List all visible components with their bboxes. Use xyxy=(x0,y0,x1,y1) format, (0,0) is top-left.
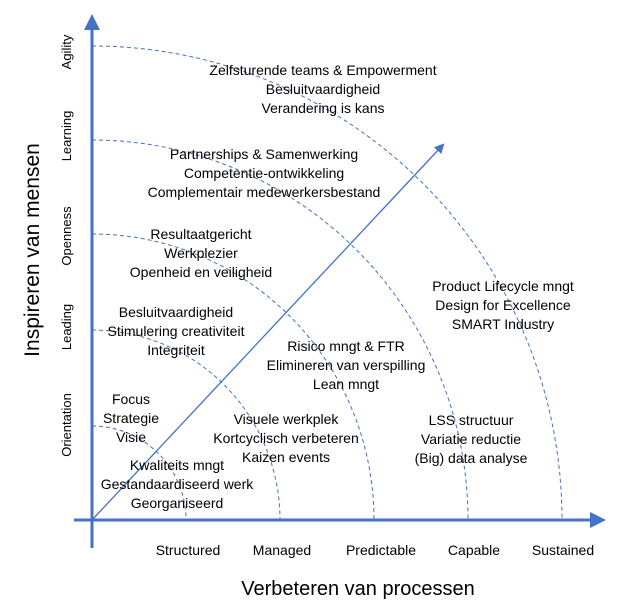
zone-line: Risico mngt & FTR xyxy=(287,338,404,354)
zone-line: Elimineren van verspilling xyxy=(267,357,426,373)
y-level-leading: Leading xyxy=(59,304,74,350)
x-level-capable: Capable xyxy=(448,542,500,558)
zone-line: Besluitvaardigheid xyxy=(266,81,380,97)
zone-line: SMART Industry xyxy=(452,316,554,332)
x-level-managed: Managed xyxy=(253,542,311,558)
zone-line: Georganiseerd xyxy=(131,495,224,511)
x-level-structured: Structured xyxy=(156,542,221,558)
arc-level-1 xyxy=(91,425,187,521)
zone-openness: Resultaatgericht Werkplezier Openheid en… xyxy=(130,226,272,280)
zone-structured: Kwaliteits mngt Gestandaardiseerd werk G… xyxy=(101,457,255,511)
arc-level-4 xyxy=(91,139,469,521)
arc-level-2 xyxy=(91,329,281,521)
zone-learning: Partnerships & Samenwerking Competentie-… xyxy=(148,146,381,200)
zone-orientation: Focus Strategie Visie xyxy=(103,391,159,445)
zone-line: Variatie reductie xyxy=(421,431,521,447)
x-axis-title: Verbeteren van processen xyxy=(241,578,475,600)
arc-level-3 xyxy=(91,233,375,521)
zone-leading: Besluitvaardigheid Stimulering creativit… xyxy=(108,304,245,358)
zone-line: Design for Excellence xyxy=(435,297,571,313)
zone-line: Werkplezier xyxy=(164,245,238,261)
x-axis-arrowhead xyxy=(590,512,606,528)
diagonal-growth-arrow xyxy=(91,143,445,521)
zone-sustained: Product Lifecycle mngt Design for Excell… xyxy=(432,278,574,332)
zone-line: Visie xyxy=(116,429,146,445)
zone-line: Visuele werkplek xyxy=(234,411,340,427)
zone-line: Product Lifecycle mngt xyxy=(432,278,574,294)
y-level-agility: Agility xyxy=(59,34,74,69)
zone-line: Verandering is kans xyxy=(262,100,385,116)
zone-line: Kwaliteits mngt xyxy=(130,457,224,473)
x-level-predictable: Predictable xyxy=(346,542,416,558)
y-level-orientation: Orientation xyxy=(59,393,74,457)
zone-line: Complementair medewerkersbestand xyxy=(148,184,381,200)
maturity-arcs xyxy=(91,45,563,521)
zone-line: Strategie xyxy=(103,410,159,426)
y-axis-title: Inspireren van mensen xyxy=(21,143,44,357)
zone-line: Besluitvaardigheid xyxy=(119,304,233,320)
zone-predictable: Risico mngt & FTR Elimineren van verspil… xyxy=(267,338,426,392)
y-axis-arrowhead xyxy=(84,14,100,30)
zone-line: Zelfsturende teams & Empowerment xyxy=(209,62,436,78)
zone-line: Lean mngt xyxy=(313,376,379,392)
zone-agility: Zelfsturende teams & Empowerment Besluit… xyxy=(209,62,436,116)
zone-line: Focus xyxy=(112,391,150,407)
zone-line: Partnerships & Samenwerking xyxy=(170,146,358,162)
zone-line: LSS structuur xyxy=(429,412,514,428)
y-level-learning: Learning xyxy=(59,111,74,162)
zone-line: Integriteit xyxy=(147,342,205,358)
zone-line: Kortcyclisch verbeteren xyxy=(213,430,359,446)
x-level-sustained: Sustained xyxy=(532,542,594,558)
y-level-openness: Openness xyxy=(59,206,74,266)
zone-line: Gestandaardiseerd werk xyxy=(101,476,255,492)
zone-line: Kaizen events xyxy=(242,449,330,465)
zone-line: (Big) data analyse xyxy=(415,450,528,466)
zone-capable: LSS structuur Variatie reductie (Big) da… xyxy=(415,412,528,466)
zone-managed: Visuele werkplek Kortcyclisch verbeteren… xyxy=(213,411,359,465)
zone-line: Stimulering creativiteit xyxy=(108,323,245,339)
zone-line: Competentie-ontwikkeling xyxy=(184,165,344,181)
zone-line: Openheid en veiligheid xyxy=(130,264,272,280)
zone-line: Resultaatgericht xyxy=(150,226,251,242)
